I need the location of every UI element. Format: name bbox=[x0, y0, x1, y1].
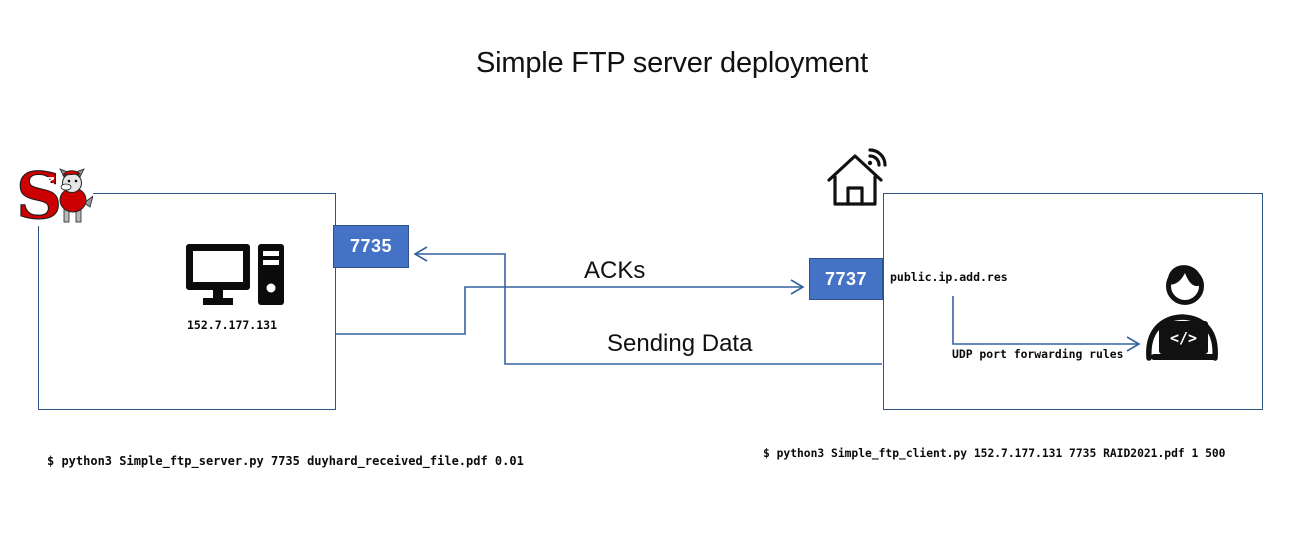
server-box bbox=[38, 193, 336, 410]
arrowhead-into-7737 bbox=[790, 279, 805, 295]
diagram-title: Simple FTP server deployment bbox=[476, 47, 868, 79]
laptop-screen bbox=[1159, 321, 1208, 354]
server-ip-label: 152.7.177.131 bbox=[187, 318, 278, 332]
svg-text:S: S bbox=[16, 163, 62, 226]
svg-text:C: C bbox=[32, 201, 47, 211]
desktop-computer-icon bbox=[186, 244, 284, 305]
server-command: $ python3 Simple_ftp_server.py 7735 duyh… bbox=[47, 454, 524, 468]
wolf-mascot-icon bbox=[59, 168, 93, 223]
acks-label: ACKs bbox=[584, 257, 646, 284]
public-ip-label: public.ip.add.res bbox=[890, 270, 1008, 284]
smart-home-wifi-icon bbox=[827, 148, 887, 206]
nc-state-logo: S N C bbox=[15, 163, 93, 226]
sending-data-label: Sending Data bbox=[607, 330, 753, 357]
arrowhead-into-7735 bbox=[413, 246, 428, 262]
client-command: $ python3 Simple_ftp_client.py 152.7.177… bbox=[763, 447, 1226, 460]
code-glyph: </> bbox=[1170, 329, 1197, 347]
udp-forwarding-label: UDP port forwarding rules bbox=[952, 347, 1124, 361]
client-port-badge: 7737 bbox=[809, 258, 883, 300]
developer-laptop-icon: </> bbox=[1146, 265, 1218, 361]
svg-text:N: N bbox=[42, 176, 57, 185]
laptop-base bbox=[1151, 354, 1216, 360]
acks-line bbox=[336, 286, 803, 335]
wifi-dot bbox=[867, 160, 873, 166]
server-port-badge: 7735 bbox=[333, 225, 409, 268]
hair-shape bbox=[1167, 265, 1202, 287]
